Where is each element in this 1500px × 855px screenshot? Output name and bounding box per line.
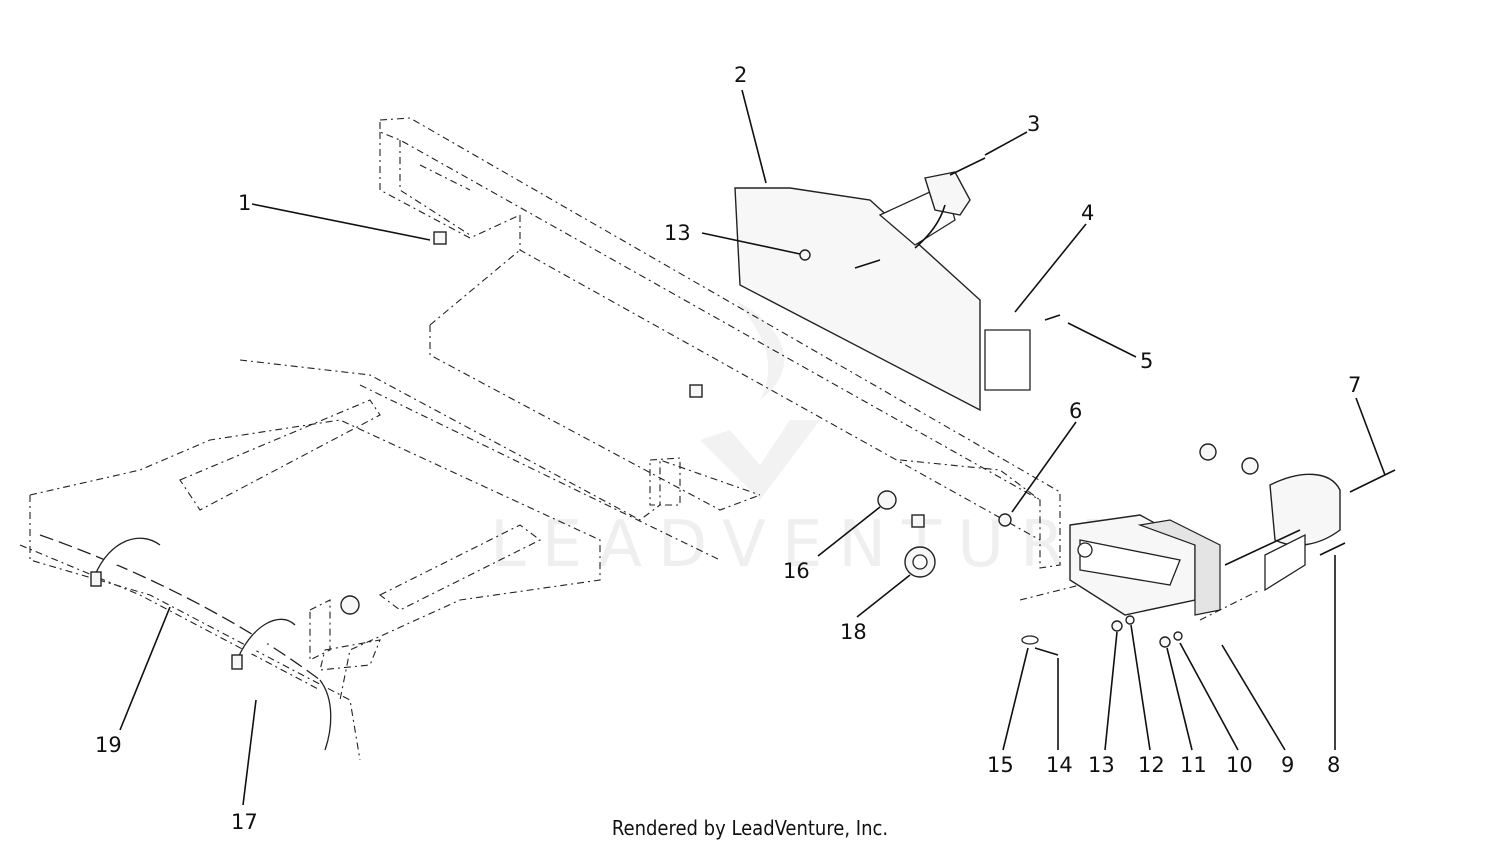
callout-labels: 1 2 3 4 5 6 7 8 9 10 11 12 13 13 14 15 1…: [95, 63, 1361, 834]
callout-18: 18: [840, 620, 867, 644]
callout-4: 4: [1081, 201, 1094, 225]
callout-15: 15: [987, 753, 1014, 777]
watermark-text: LEADVENTURE: [490, 508, 1137, 582]
light-bracket: [734, 157, 1061, 412]
tail-light-assembly: [1069, 443, 1396, 616]
callout-17: 17: [231, 810, 258, 834]
leader-lines: [119, 89, 1386, 806]
callout-9: 9: [1281, 753, 1294, 777]
callout-14: 14: [1046, 753, 1073, 777]
watermark: LEADVENTURE: [490, 300, 1137, 582]
hardware: [340, 231, 1183, 656]
frame-outline: [19, 117, 1261, 761]
callout-6: 6: [1069, 399, 1082, 423]
callout-2: 2: [734, 63, 747, 87]
wire-harness: [39, 534, 332, 751]
callout-12: 12: [1138, 753, 1165, 777]
callout-11: 11: [1180, 753, 1207, 777]
callout-3: 3: [1027, 112, 1040, 136]
footer-credit: Rendered by LeadVenture, Inc.: [611, 816, 889, 840]
callout-5: 5: [1140, 349, 1153, 373]
callout-13-upper: 13: [664, 221, 691, 245]
callout-7: 7: [1348, 373, 1361, 397]
callout-8: 8: [1327, 753, 1340, 777]
callout-10: 10: [1226, 753, 1253, 777]
callout-13-lower: 13: [1088, 753, 1115, 777]
callout-19: 19: [95, 733, 122, 757]
callout-16: 16: [783, 559, 810, 583]
callout-1: 1: [238, 191, 251, 215]
